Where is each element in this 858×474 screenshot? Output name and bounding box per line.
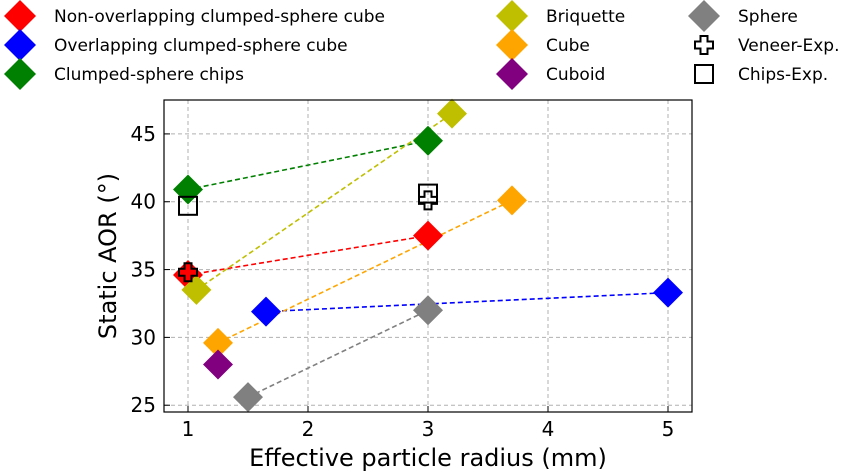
legend-label-non-overlapping-clumped-sphere-cube: Non-overlapping clumped-sphere cube: [54, 7, 385, 27]
point-chips-exp: [178, 195, 198, 216]
point-overlapping-clumped-sphere-cube: [653, 277, 683, 308]
x-tick-label: 3: [422, 417, 435, 441]
point-cuboid: [203, 349, 233, 380]
point-sphere: [233, 382, 263, 413]
x-axis-label: Effective particle radius (mm): [249, 444, 607, 472]
legend-label-chips-exp: Chips-Exp.: [738, 65, 828, 85]
series-line-sphere: [247, 309, 429, 398]
x-tick-label: 1: [182, 417, 195, 441]
x-tick-label: 2: [302, 417, 315, 441]
series-lines: [187, 112, 669, 398]
y-tick-label: 25: [131, 393, 156, 417]
legend-label-cube: Cube: [546, 36, 590, 56]
legend-marker-non-overlapping-clumped-sphere-cube: [4, 0, 36, 32]
series-line-overlapping-clumped-sphere-cube: [265, 291, 669, 313]
legend-marker-clumped-sphere-chips: [4, 58, 36, 90]
legend-marker-veneer-exp: [694, 35, 714, 55]
point-overlapping-clumped-sphere-cube: [251, 296, 281, 327]
point-cube: [497, 185, 527, 216]
y-tick-label: 45: [131, 122, 156, 146]
series-line-clumped-sphere-chips: [187, 139, 429, 191]
legend-label-sphere: Sphere: [738, 7, 798, 27]
series-line-briquette: [195, 112, 453, 291]
legend-marker-cube: [496, 29, 528, 61]
legend-marker-cuboid: [496, 58, 528, 90]
legend-marker-briquette: [496, 0, 528, 32]
point-briquette: [437, 98, 467, 129]
point-cube: [203, 327, 233, 358]
series-line-non-overlapping-clumped-sphere-cube: [187, 234, 429, 276]
x-tick-label: 5: [662, 417, 675, 441]
point-veneer-exp: [178, 262, 198, 283]
point-sphere: [413, 295, 443, 326]
point-clumped-sphere-chips: [173, 174, 203, 205]
y-axis-label: Static AOR (°): [94, 173, 122, 339]
y-ticks: 25 30 35 40 45: [131, 122, 170, 417]
legend-label-briquette: Briquette: [546, 7, 625, 27]
point-non-overlapping-clumped-sphere-cube: [413, 220, 443, 251]
legend-marker-overlapping-clumped-sphere-cube: [4, 29, 36, 61]
series-line-cube: [217, 199, 513, 344]
y-tick-label: 30: [131, 325, 156, 349]
y-tick-label: 40: [131, 190, 156, 214]
x-ticks: 1 2 3 4 5: [182, 406, 675, 441]
y-tick-label: 35: [131, 258, 156, 282]
data-points: [173, 98, 683, 413]
legend-label-clumped-sphere-chips: Clumped-sphere chips: [54, 65, 244, 85]
legend-label-veneer-exp: Veneer-Exp.: [738, 36, 840, 56]
legend-label-cuboid: Cuboid: [546, 65, 605, 85]
legend-label-overlapping-clumped-sphere-cube: Overlapping clumped-sphere cube: [54, 36, 348, 56]
x-tick-label: 4: [542, 417, 555, 441]
legend-marker-sphere: [688, 0, 720, 32]
point-clumped-sphere-chips: [413, 125, 443, 156]
legend-marker-chips-exp: [694, 64, 714, 84]
legend: Non-overlapping clumped-sphere cubeOverl…: [4, 0, 840, 90]
point-briquette: [181, 274, 212, 305]
point-chips-exp: [418, 183, 438, 204]
